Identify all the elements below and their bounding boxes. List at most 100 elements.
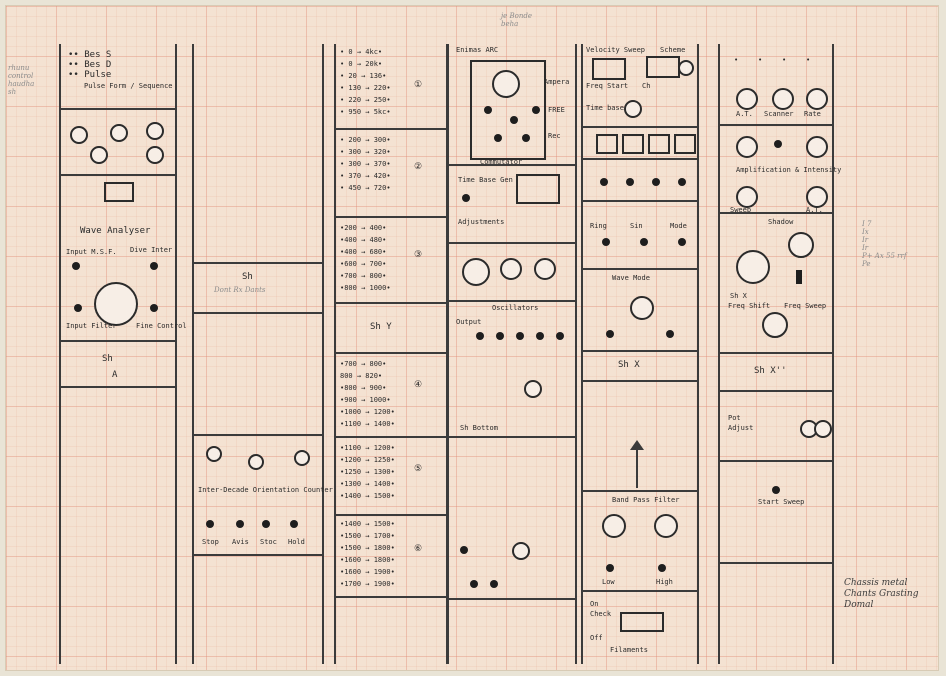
terminal	[74, 304, 82, 312]
terminal	[476, 332, 484, 340]
p5-top-1: Velocity Sweep	[586, 46, 646, 54]
p2-label-3: Stoc	[260, 538, 277, 546]
p5-foot2: Filaments	[610, 646, 648, 654]
p3-row-a5: • 220 → 250•	[340, 96, 391, 104]
knob	[814, 420, 832, 438]
terminal	[494, 134, 502, 142]
p5-label-2: Sin	[630, 222, 643, 230]
knob	[630, 296, 654, 320]
p6-top-1: •	[734, 56, 739, 64]
terminal	[206, 520, 214, 528]
terminal	[774, 140, 782, 148]
divider	[336, 302, 446, 304]
p4-lower-title: Oscillators	[492, 304, 539, 312]
p6-last-1: Pot	[728, 414, 741, 422]
meter-box	[646, 56, 680, 78]
divider	[336, 596, 446, 598]
knob	[524, 380, 542, 398]
p5-foot-1: On	[590, 600, 599, 608]
p6-foot: Start Sweep	[758, 498, 805, 506]
p3-row-a4: • 130 → 220•	[340, 84, 391, 92]
p1-top-line-1: •• Bes S	[68, 50, 112, 60]
p3-row-e5: •1400 → 1500•	[340, 492, 395, 500]
p1-section-caption: Wave Analyser	[80, 226, 151, 236]
divider	[194, 262, 322, 264]
p6-sub-3: Rate	[804, 110, 821, 118]
p3-row-c4: •600 → 700•	[340, 260, 387, 268]
top-pencil-note: je Bonde beha	[501, 12, 533, 28]
p6-sub-1: A.T.	[736, 110, 753, 118]
terminal	[150, 262, 158, 270]
p3-mark-1: ①	[414, 80, 423, 90]
divider	[583, 200, 697, 202]
divider	[720, 212, 832, 214]
p1-label-2: Dive Inter	[130, 246, 173, 254]
divider	[449, 436, 575, 438]
p3-row-f3: •1500 → 1800•	[340, 544, 395, 552]
display-box	[104, 182, 134, 202]
terminal	[652, 178, 660, 186]
knob	[806, 88, 828, 110]
p3-row-f4: •1600 → 1800•	[340, 556, 395, 564]
p4-title: Enimas ARC	[456, 46, 499, 54]
p5-lower-1: Low	[602, 578, 615, 586]
divider	[583, 126, 697, 128]
graph-paper-sheet: je Bonde beha rhunu control haudha sh I …	[6, 6, 938, 670]
p6-sub-2: Scanner	[764, 110, 794, 118]
p6-bottom2: Sh X''	[754, 366, 787, 376]
divider	[583, 158, 697, 160]
terminal	[516, 332, 524, 340]
p3-row-a3: • 20 → 136•	[340, 72, 387, 80]
p3-mark-2: ②	[414, 162, 423, 172]
p6-bottom: Sh X	[730, 292, 747, 300]
knob	[500, 258, 522, 280]
p3-row-d4: •900 → 1000•	[340, 396, 391, 404]
divider	[583, 268, 697, 270]
meter-box	[592, 58, 626, 80]
p1-label-4: Fine Control	[136, 322, 187, 330]
p5-bottom: Sh X	[618, 360, 640, 370]
terminal	[462, 194, 470, 202]
divider	[194, 434, 322, 436]
p6-last-2: Adjust	[728, 424, 754, 432]
terminal	[290, 520, 298, 528]
scope-display	[516, 174, 560, 204]
divider	[336, 352, 446, 354]
p3-row-b1: • 200 → 300•	[340, 136, 391, 144]
divider	[720, 460, 832, 462]
divider	[583, 590, 697, 592]
p4-lower-sub: Output	[456, 318, 482, 326]
divider	[583, 380, 697, 382]
knob	[788, 232, 814, 258]
knob	[294, 450, 310, 466]
terminal	[496, 332, 504, 340]
knob	[762, 312, 788, 338]
divider	[61, 386, 175, 388]
p2-label-1: Stop	[202, 538, 219, 546]
p4-mid-title: Time Base Gen	[458, 176, 513, 184]
divider	[583, 350, 697, 352]
knob	[206, 446, 222, 462]
p6-right-title: Shadow	[768, 218, 794, 226]
terminal	[532, 106, 540, 114]
divider	[720, 352, 832, 354]
p2-label-4: Hold	[288, 538, 305, 546]
terminal	[522, 134, 530, 142]
p3-row-e1: •1100 → 1200•	[340, 444, 395, 452]
p5-foot-2: Check	[590, 610, 612, 618]
switch-box	[596, 134, 618, 154]
divider	[61, 340, 175, 342]
knob	[678, 60, 694, 76]
p3-mark-5: ⑤	[414, 464, 423, 474]
selector-dial	[492, 70, 520, 98]
knob	[736, 186, 758, 208]
knob	[654, 514, 678, 538]
switch-box	[620, 612, 664, 632]
p3-row-d2: 800 → 820•	[340, 372, 383, 380]
p3-row-e3: •1250 → 1300•	[340, 468, 395, 476]
divider	[720, 390, 832, 392]
p2-lower-title: Inter-Decade Orientation Counter	[198, 486, 333, 494]
knob	[110, 124, 128, 142]
knob	[512, 542, 530, 560]
p4-side-1: Ampera	[544, 78, 570, 86]
